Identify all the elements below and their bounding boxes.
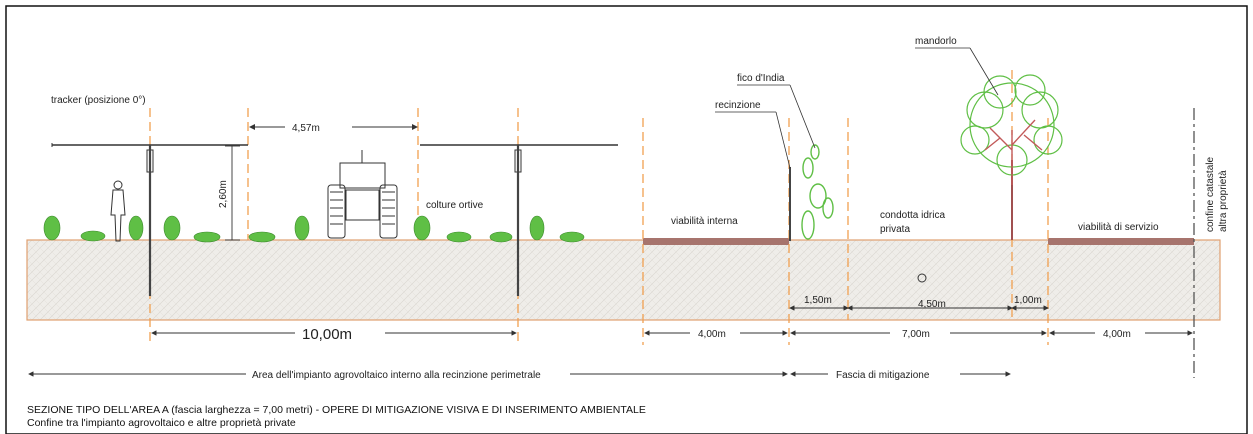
drawing-frame [5, 5, 1248, 434]
pipe-icon [917, 273, 927, 283]
colture-label: colture ortive [426, 200, 484, 211]
tracker-height-label: 2,60m [218, 180, 229, 208]
confine-label-2: altra proprietà [1218, 170, 1229, 232]
tracker-left [51, 143, 248, 296]
crop-plants [43, 215, 585, 243]
viabilita-servizio-label: viabilità di servizio [1078, 222, 1159, 233]
fico-label: fico d'India [737, 73, 785, 84]
area-impianto-label: Area dell'impianto agrovoltaico interno … [252, 370, 541, 381]
viabilita-interna-label: viabilità interna [671, 216, 738, 227]
dim-tracker-height [225, 145, 240, 241]
tracker-spacing-label: 4,57m [292, 123, 320, 134]
mandorlo-leader-2 [969, 47, 999, 96]
fico-offset-label: 1,50m [804, 295, 832, 306]
viab-int-width-label: 4,00m [698, 329, 726, 340]
road-viabilita-interna [643, 238, 789, 245]
road-viabilita-servizio [1048, 238, 1194, 245]
person-icon [110, 180, 126, 242]
fascia-label: Fascia di mitigazione [836, 370, 930, 381]
recinzione-label: recinzione [715, 100, 761, 111]
confine-label-1: confine catastale [1205, 157, 1216, 232]
condotta-label-2: privata [880, 224, 910, 235]
cactus-icon [801, 144, 834, 240]
recinzione-leader-2 [775, 111, 791, 169]
caption-line-2: Confine tra l'impianto agrovoltaico e al… [27, 417, 296, 429]
condotta-label-1: condotta idrica [880, 210, 945, 221]
caption-line-1: SEZIONE TIPO DELL'AREA A (fascia larghez… [27, 404, 646, 416]
mitigation-width-label: 7,00m [902, 329, 930, 340]
tree-icon [960, 74, 1063, 240]
viab-serv-width-label: 4,00m [1103, 329, 1131, 340]
tree-offset-label: 1,00m [1014, 295, 1042, 306]
tracker-label: tracker (posizione 0°) [51, 95, 146, 106]
mandorlo-label: mandorlo [915, 36, 957, 47]
tracker-right [420, 144, 618, 296]
tractor-icon [327, 150, 398, 239]
fico-leader-2 [789, 84, 816, 149]
pipe-offset-label: 4,50m [918, 299, 946, 310]
area-width-label: 10,00m [302, 326, 352, 343]
